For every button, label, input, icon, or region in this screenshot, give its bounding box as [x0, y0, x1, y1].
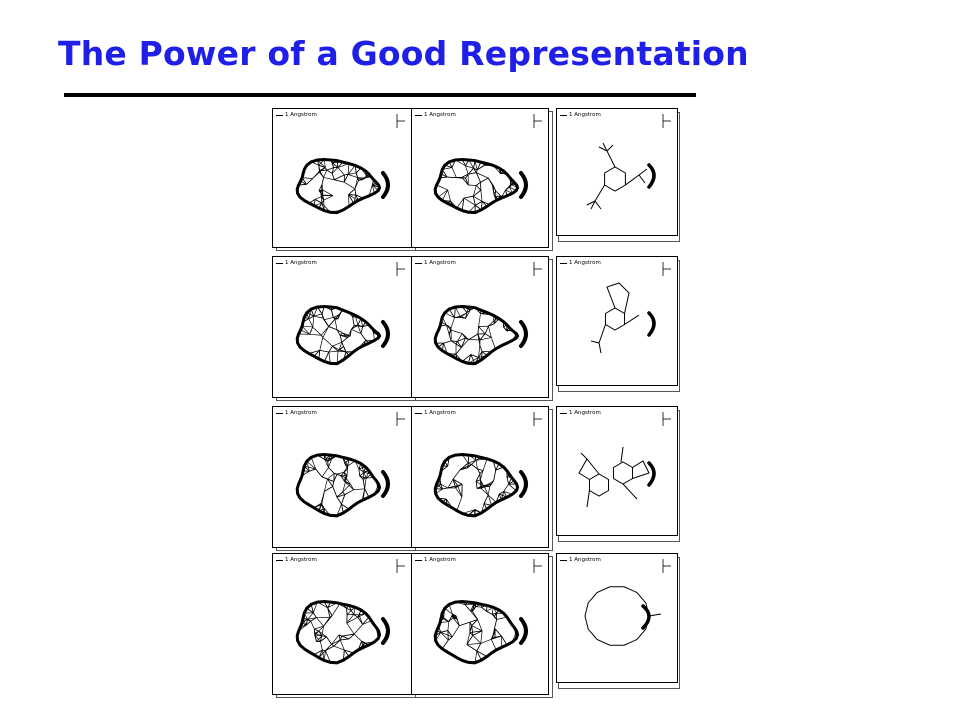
axes-glyph — [396, 114, 405, 128]
receptor-arc — [381, 320, 390, 348]
mesh-panel: 1 Angstrom — [272, 406, 412, 548]
scale-label: 1 Angstrom — [424, 557, 456, 563]
mesh-panel: 1 Angstrom — [272, 256, 412, 398]
receptor-arc — [519, 171, 528, 199]
molecule-structure — [578, 446, 650, 508]
scale-bar — [415, 115, 422, 116]
mesh-wireframe — [434, 159, 518, 213]
slide-title: The Power of a Good Representation — [58, 34, 749, 73]
scale-label: 1 Angstrom — [424, 260, 456, 266]
mesh-wireframe — [296, 306, 380, 365]
scale-bar — [415, 413, 422, 414]
scale-bar — [276, 413, 283, 414]
receptor-arc — [519, 617, 528, 645]
scale-label: 1 Angstrom — [424, 410, 456, 416]
mesh-drawing — [433, 114, 542, 215]
scale-bar — [560, 413, 567, 414]
axes-glyph — [533, 559, 542, 573]
mesh-drawing — [433, 559, 542, 665]
scale-label: 1 Angstrom — [569, 557, 601, 563]
molecule-drawing — [586, 114, 671, 210]
receptor-arc — [519, 320, 528, 348]
molecule-structure — [590, 282, 640, 354]
mesh-wireframe — [434, 306, 518, 365]
receptor-arc — [647, 311, 656, 337]
mesh-drawing — [295, 114, 405, 215]
axes-glyph — [662, 412, 671, 426]
receptor-arc — [381, 470, 390, 498]
receptor-arc — [647, 163, 656, 189]
scale-label: 1 Angstrom — [424, 112, 456, 118]
mesh-surface-outline — [295, 600, 382, 665]
molecule-structure — [586, 142, 648, 210]
receptor-arc — [647, 461, 656, 487]
scale-bar — [415, 263, 422, 264]
scale-label: 1 Angstrom — [569, 410, 601, 416]
mesh-panel: 1 Angstrom — [411, 108, 549, 248]
mesh-drawing — [295, 412, 405, 518]
structure-panel: 1 Angstrom — [556, 256, 678, 386]
receptor-arc — [641, 604, 651, 630]
scale-bar — [560, 115, 567, 116]
mesh-panel: 1 Angstrom — [272, 553, 412, 695]
axes-glyph — [533, 114, 542, 128]
scale-label: 1 Angstrom — [285, 410, 317, 416]
scale-bar — [276, 115, 283, 116]
mesh-wireframe — [296, 159, 380, 213]
axes-glyph — [396, 559, 405, 573]
mesh-panel: 1 Angstrom — [411, 406, 549, 548]
mesh-wireframe — [296, 454, 380, 517]
axes-glyph — [533, 262, 542, 276]
mesh-drawing — [433, 412, 542, 518]
scale-label: 1 Angstrom — [285, 557, 317, 563]
axes-glyph — [662, 114, 671, 128]
scale-bar — [276, 263, 283, 264]
mesh-drawing — [433, 262, 542, 366]
title-divider — [64, 93, 696, 97]
scale-bar — [560, 263, 567, 264]
molecule-drawing — [578, 412, 671, 508]
mesh-panel: 1 Angstrom — [272, 108, 412, 248]
mesh-wireframe — [434, 454, 518, 517]
mesh-wireframe — [296, 601, 380, 664]
receptor-arc — [381, 171, 390, 199]
axes-glyph — [396, 262, 405, 276]
structure-panel: 1 Angstrom — [556, 553, 678, 683]
scale-label: 1 Angstrom — [285, 260, 317, 266]
molecule-drawing — [584, 559, 671, 646]
mesh-panel: 1 Angstrom — [411, 256, 549, 398]
axes-glyph — [396, 412, 405, 426]
scale-bar — [415, 560, 422, 561]
axes-glyph — [533, 412, 542, 426]
mesh-drawing — [295, 559, 405, 665]
structure-panel: 1 Angstrom — [556, 406, 678, 536]
scale-bar — [560, 560, 567, 561]
structure-panel: 1 Angstrom — [556, 108, 678, 236]
receptor-arc — [381, 617, 390, 645]
mesh-wireframe — [434, 601, 518, 664]
axes-glyph — [662, 559, 671, 573]
scale-label: 1 Angstrom — [569, 260, 601, 266]
scale-label: 1 Angstrom — [285, 112, 317, 118]
mesh-panel: 1 Angstrom — [411, 553, 549, 695]
receptor-arc — [519, 470, 528, 498]
scale-bar — [276, 560, 283, 561]
molecule-drawing — [590, 262, 671, 354]
scale-label: 1 Angstrom — [569, 112, 601, 118]
axes-glyph — [662, 262, 671, 276]
mesh-drawing — [295, 262, 405, 366]
